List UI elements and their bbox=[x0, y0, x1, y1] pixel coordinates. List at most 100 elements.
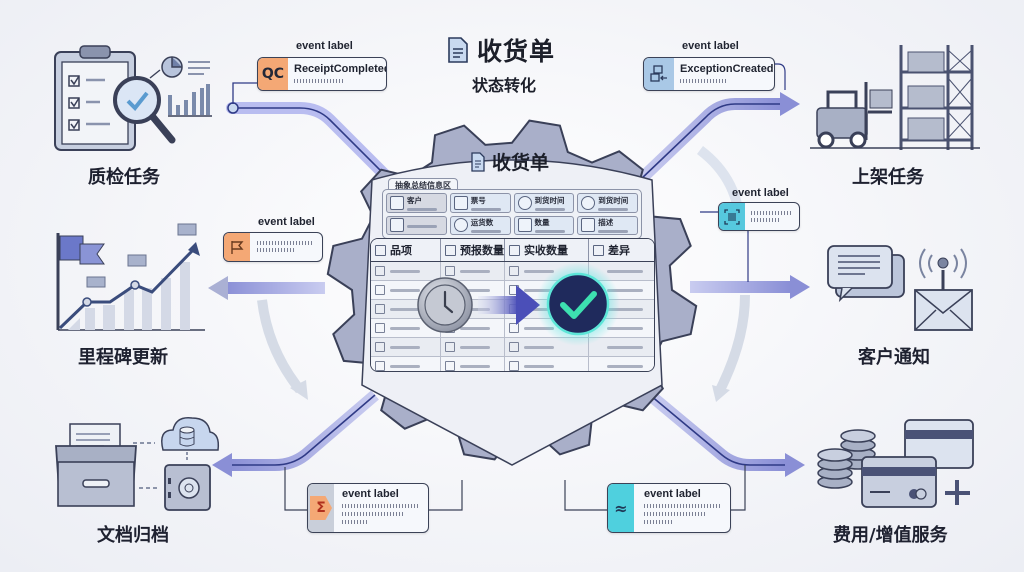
transition-arrow bbox=[478, 285, 540, 325]
column-icon bbox=[593, 244, 604, 256]
info-field-label: 客户 bbox=[407, 195, 422, 205]
table-cell bbox=[371, 338, 441, 356]
info-fields-grid: 客户 票号 到货时间 到货时间运货数 数量 描述 bbox=[386, 193, 638, 235]
table-header-cell[interactable]: 品项 bbox=[371, 239, 441, 261]
qc-badge-icon: QC bbox=[258, 58, 288, 90]
user-icon bbox=[390, 195, 404, 210]
header-title: 收货单 bbox=[477, 37, 556, 66]
check-circle-icon bbox=[453, 218, 468, 233]
archive-cloud-safe-icon bbox=[55, 417, 220, 511]
event-name: ExceptionCreated bbox=[680, 63, 774, 75]
info-field-label: 运货数 bbox=[470, 218, 494, 228]
flag-icon bbox=[224, 233, 250, 261]
node-label-archive: 文档归档 bbox=[97, 525, 169, 546]
document-icon bbox=[471, 151, 485, 172]
box-return-icon bbox=[644, 58, 674, 90]
clock-icon bbox=[581, 195, 596, 210]
event-title: event label bbox=[682, 40, 739, 52]
table-header-cell[interactable]: 差异 bbox=[589, 239, 654, 261]
table-cell bbox=[371, 357, 441, 371]
table-cell bbox=[589, 281, 654, 299]
info-field: 到货时间 bbox=[577, 193, 638, 213]
table-header-label: 实收数量 bbox=[524, 244, 568, 257]
event-card-milestone[interactable] bbox=[223, 232, 323, 262]
event-name: ReceiptCompleted bbox=[294, 63, 387, 75]
milestone-chart-icon bbox=[56, 223, 205, 331]
event-card-receipt-completed[interactable]: QC ReceiptCompleted bbox=[257, 57, 387, 91]
table-cell bbox=[441, 338, 505, 356]
table-cell bbox=[441, 357, 505, 371]
table-cell bbox=[505, 338, 589, 356]
header-subtitle: 状态转化 bbox=[472, 76, 537, 95]
column-icon bbox=[375, 244, 386, 256]
barcode-scan-icon bbox=[719, 203, 745, 230]
column-icon bbox=[445, 244, 456, 256]
info-field: 描述 bbox=[577, 215, 638, 235]
table-header-cell[interactable]: 实收数量 bbox=[505, 239, 589, 261]
sigma-icon: Σ bbox=[310, 496, 332, 520]
info-field-label: 票号 bbox=[470, 195, 486, 205]
wave-icon: ≈ bbox=[608, 484, 634, 532]
document-icon bbox=[448, 37, 468, 63]
info-summary-panel: 抽象总结信息区 客户 票号 到货时间 到货时间运货数 数量 描述 bbox=[382, 176, 642, 239]
info-field-label: 数量 bbox=[534, 218, 550, 228]
table-header-label: 预报数量 bbox=[460, 244, 504, 257]
table-cell bbox=[505, 357, 589, 371]
info-field bbox=[386, 215, 447, 235]
faint-arrow-left bbox=[257, 299, 304, 394]
node-label-qc: 质检任务 bbox=[88, 167, 160, 188]
info-field: 数量 bbox=[513, 215, 575, 235]
qc-clipboard-magnifier-icon bbox=[54, 45, 212, 151]
info-field-label: 描述 bbox=[598, 218, 614, 228]
flow-arrow-qc bbox=[226, 82, 401, 191]
event-card-scan[interactable] bbox=[718, 202, 800, 231]
center-title-group: 收货单 bbox=[470, 148, 549, 175]
event-card-wave[interactable]: ≈ event label bbox=[607, 483, 731, 533]
info-field: 客户 bbox=[386, 193, 447, 213]
table-row[interactable] bbox=[371, 357, 654, 371]
completed-check-icon bbox=[536, 262, 620, 346]
table-cell bbox=[589, 338, 654, 356]
table-cell bbox=[589, 300, 654, 318]
event-title: event label bbox=[342, 488, 399, 500]
info-field: 运货数 bbox=[449, 215, 511, 235]
forklift-rack-icon bbox=[810, 45, 980, 150]
node-label-milestone: 里程碑更新 bbox=[78, 347, 168, 368]
event-title: event label bbox=[258, 216, 315, 228]
table-cell bbox=[371, 262, 441, 280]
event-title: event label bbox=[732, 187, 789, 199]
info-field: 票号 bbox=[449, 193, 511, 213]
document-icon bbox=[390, 218, 404, 233]
table-header-label: 差异 bbox=[608, 244, 630, 257]
coins-cards-icon bbox=[817, 419, 974, 508]
flow-arrow-notify bbox=[690, 211, 810, 299]
table-header-cell[interactable]: 预报数量 bbox=[441, 239, 505, 261]
center-title: 收货单 bbox=[492, 152, 550, 174]
event-card-sigma[interactable]: Σ event label bbox=[307, 483, 429, 533]
node-label-putaway: 上架任务 bbox=[852, 167, 924, 188]
table-header-label: 品项 bbox=[390, 244, 412, 257]
node-label-notify: 客户通知 bbox=[858, 347, 930, 368]
pending-clock-icon bbox=[417, 277, 473, 333]
info-field: 到货时间 bbox=[513, 193, 575, 213]
table-cell bbox=[589, 262, 654, 280]
table-cell bbox=[441, 262, 505, 280]
sparkle-icon bbox=[972, 510, 1004, 542]
barcode-icon bbox=[453, 195, 468, 210]
header-title-group: 收货单 bbox=[447, 32, 555, 68]
column-icon bbox=[509, 244, 520, 256]
flow-arrow-fee bbox=[564, 390, 805, 511]
node-label-fee: 费用/增值服务 bbox=[833, 525, 948, 546]
info-section-label: 抽象总结信息区 bbox=[388, 178, 458, 192]
event-title: event label bbox=[644, 488, 701, 500]
table-cell bbox=[589, 319, 654, 337]
layers-icon bbox=[581, 218, 596, 233]
event-card-exception-created[interactable]: ExceptionCreated bbox=[643, 57, 775, 91]
table-cell bbox=[589, 357, 654, 371]
clock-icon bbox=[517, 195, 532, 210]
table-header-row: 品项 预报数量 实收数量 差异 bbox=[371, 239, 654, 262]
info-field-label: 到货时间 bbox=[598, 195, 629, 205]
